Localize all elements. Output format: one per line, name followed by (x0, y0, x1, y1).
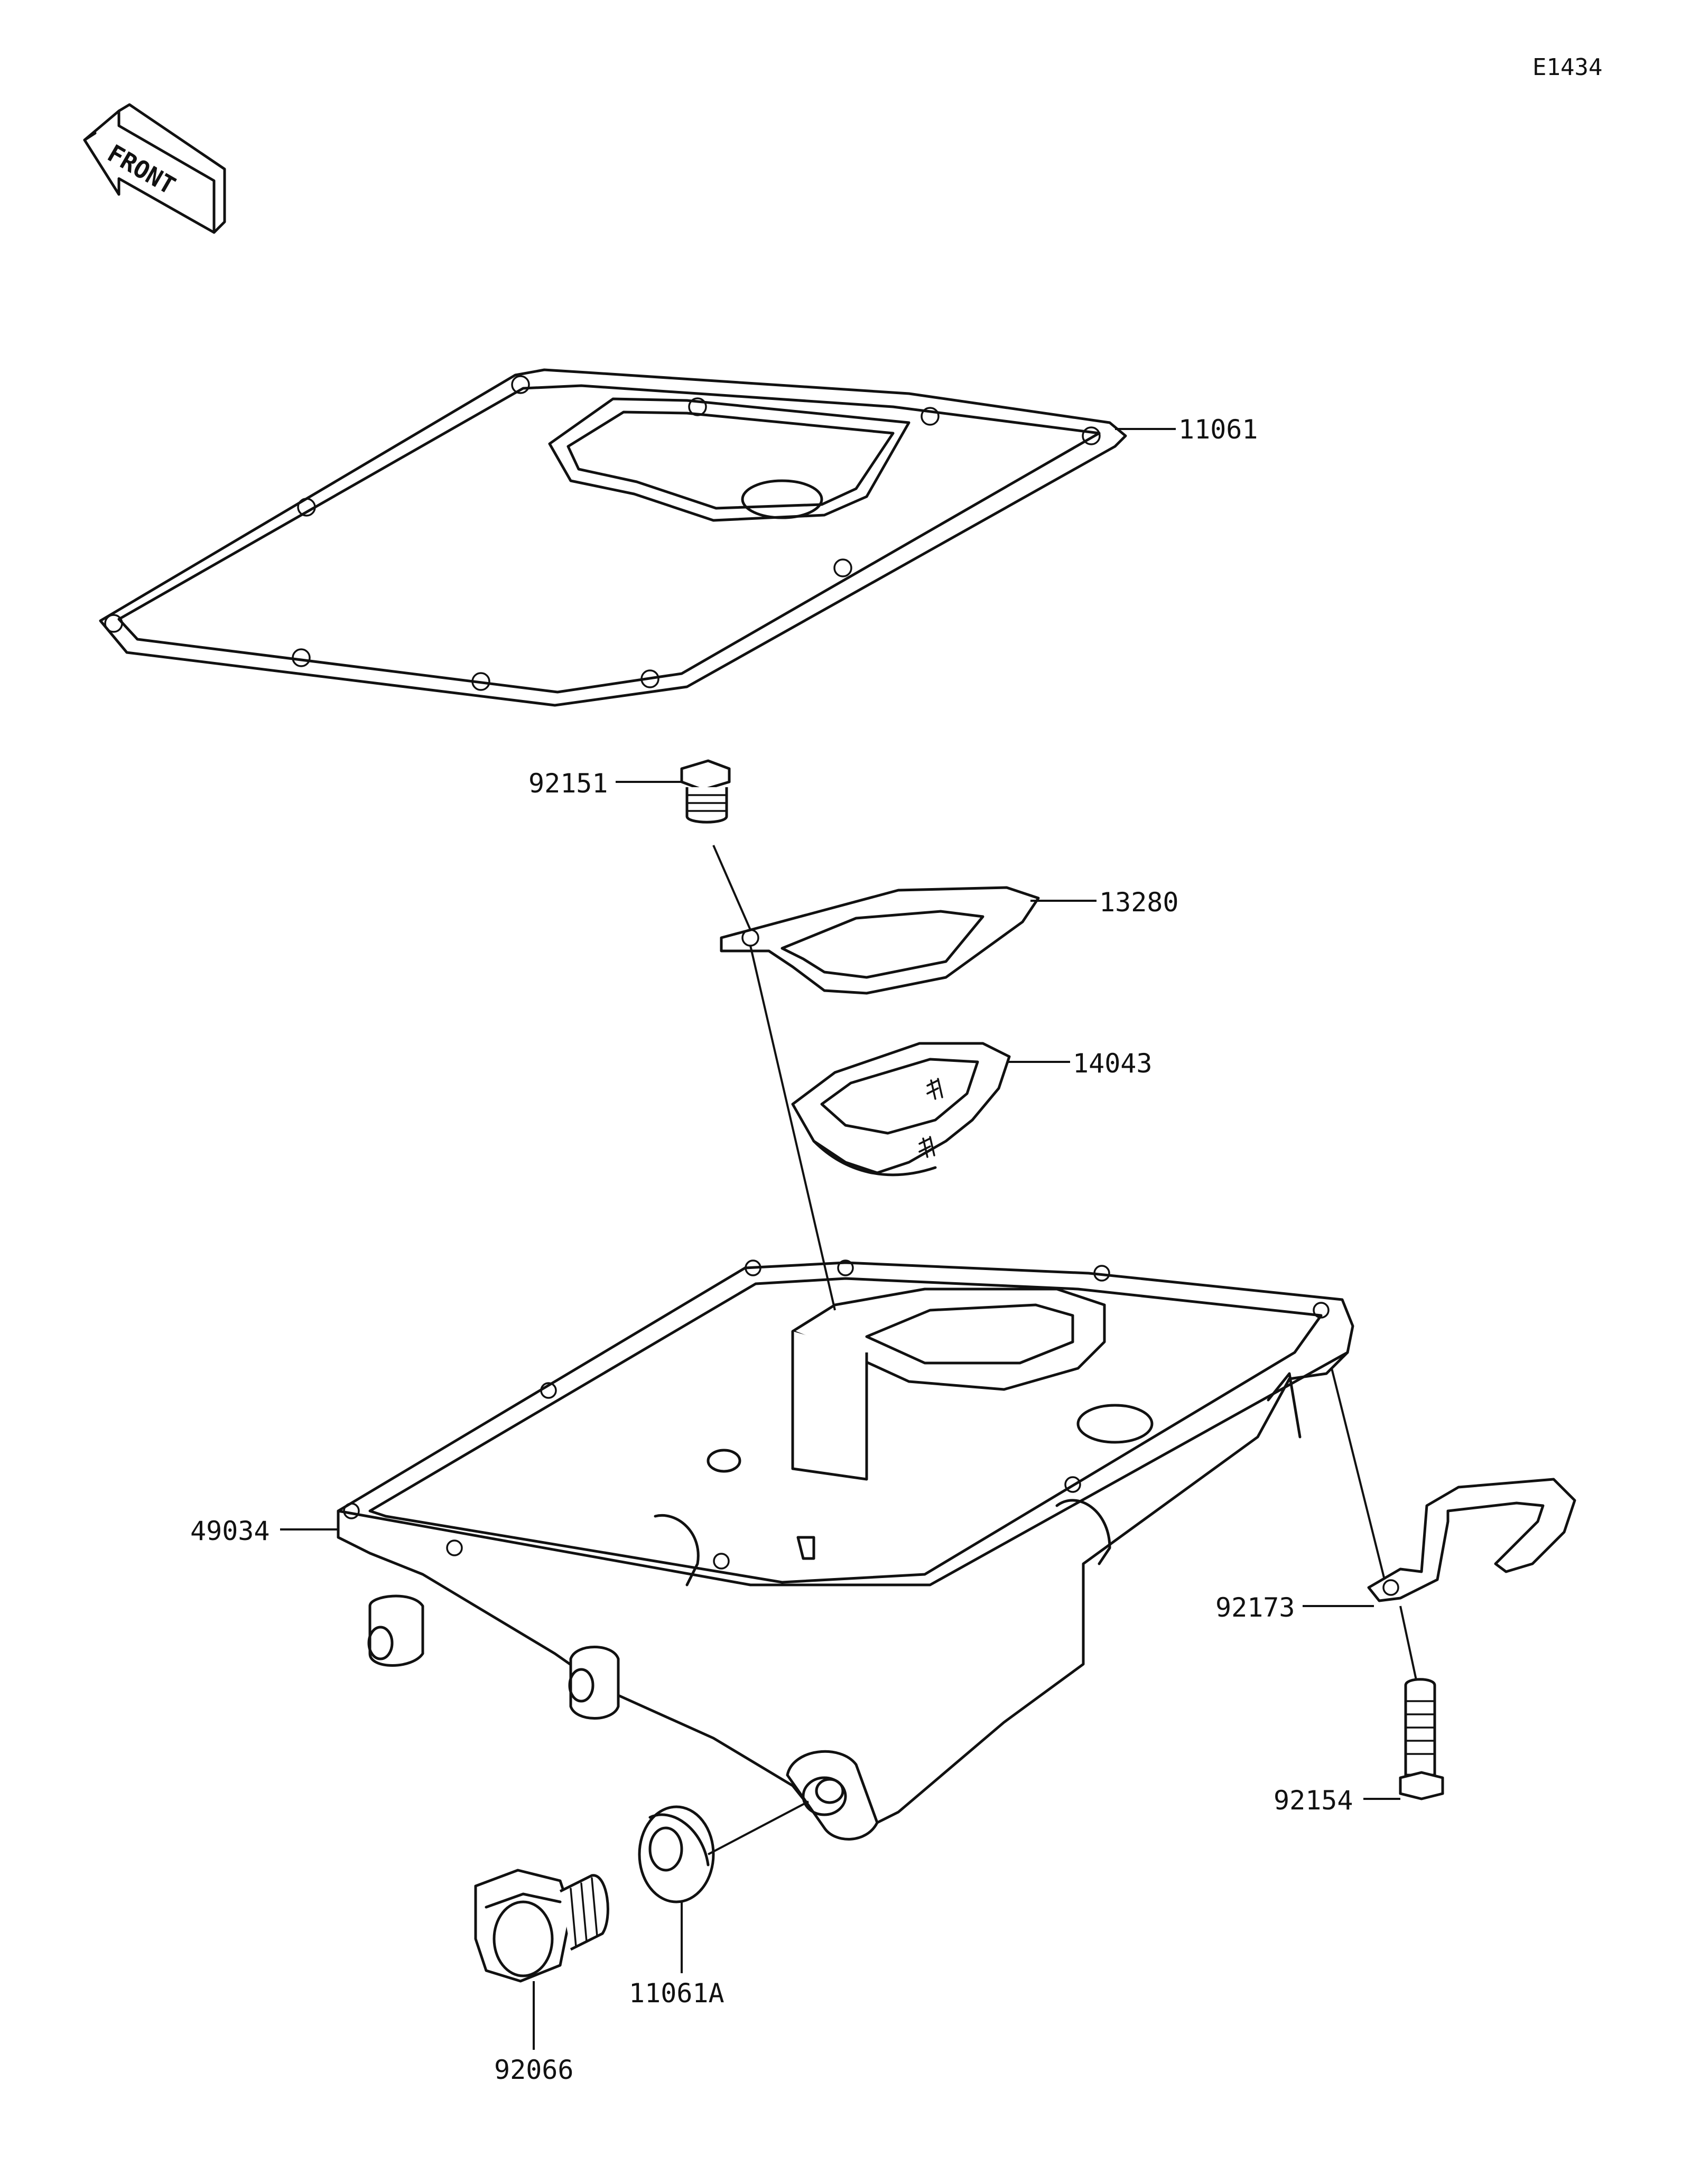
assembly-line (1399, 1606, 1417, 1681)
front-arrow-icon: FRONT (83, 103, 226, 234)
assembly-line (712, 845, 751, 930)
part-label: 92066 (494, 2055, 574, 2085)
strainer-14043 (791, 1042, 1011, 1177)
drain-plug-92066 (474, 1869, 609, 1983)
bolt-92154 (1399, 1678, 1444, 1800)
plate-13280 (720, 886, 1040, 995)
diagram-code: E1434 (1532, 54, 1602, 81)
oil-pan-49034 (337, 1259, 1354, 1841)
part-label: 13280 (1099, 887, 1179, 918)
part-label: 14043 (1073, 1048, 1153, 1079)
assembly-line (749, 945, 836, 1311)
part-label: 92151 (528, 768, 608, 799)
bolt-92151 (680, 759, 731, 824)
part-label: 92154 (1274, 1785, 1353, 1816)
clamp-92173 (1367, 1478, 1576, 1602)
assembly-line (1331, 1368, 1386, 1580)
part-label: 92173 (1215, 1592, 1295, 1623)
assembly-line (708, 1800, 809, 1855)
gasket-11061 (99, 368, 1127, 707)
washer-11061A (638, 1805, 715, 1903)
part-label: 11061 (1178, 414, 1258, 445)
part-label: 11061A (629, 1978, 724, 2009)
part-label: 49034 (190, 1516, 270, 1546)
